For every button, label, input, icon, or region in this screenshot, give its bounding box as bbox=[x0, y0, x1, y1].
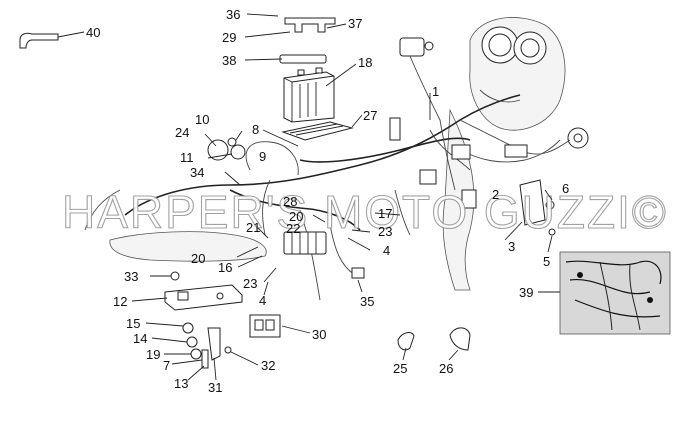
harness-photo-inset bbox=[559, 251, 671, 335]
callout-8: 8 bbox=[252, 122, 259, 137]
callout-28: 28 bbox=[283, 194, 297, 209]
callout-7: 7 bbox=[163, 358, 170, 373]
callout-19: 19 bbox=[146, 347, 160, 362]
callout-11: 11 bbox=[180, 150, 194, 165]
ignition-switch bbox=[567, 127, 589, 149]
callout-5: 5 bbox=[543, 254, 550, 269]
callout-34: 34 bbox=[190, 165, 204, 180]
callout-23-b: 23 bbox=[243, 276, 257, 291]
battery bbox=[283, 67, 335, 123]
cable-clip-25 bbox=[397, 332, 415, 351]
callout-23: 23 bbox=[378, 224, 392, 239]
bracket-part-2 bbox=[519, 179, 546, 226]
callout-3: 3 bbox=[508, 239, 515, 254]
callout-20: 20 bbox=[289, 209, 303, 224]
callout-33: 33 bbox=[124, 269, 138, 284]
horn bbox=[207, 139, 246, 161]
callout-16: 16 bbox=[218, 260, 232, 275]
leader-lines bbox=[57, 13, 560, 381]
callout-15: 15 bbox=[126, 316, 140, 331]
frame-bracket bbox=[109, 231, 267, 262]
battery-tray bbox=[281, 121, 354, 141]
callout-labels: 40 36 37 29 38 18 27 1 10 24 8 9 11 34 2… bbox=[86, 7, 569, 395]
callout-37: 37 bbox=[348, 16, 362, 31]
callout-10: 10 bbox=[195, 112, 209, 127]
battery-pad bbox=[279, 54, 327, 64]
callout-18: 18 bbox=[358, 55, 372, 70]
callout-13: 13 bbox=[174, 376, 188, 391]
callout-9: 9 bbox=[259, 149, 266, 164]
callout-36: 36 bbox=[226, 7, 240, 22]
callout-6: 6 bbox=[562, 181, 569, 196]
callout-39: 39 bbox=[519, 285, 533, 300]
callout-1: 1 bbox=[432, 84, 439, 99]
watermark: HARPER'S MOTO GUZZI© bbox=[62, 186, 668, 238]
fuse-box bbox=[283, 231, 327, 255]
connector-pair-30 bbox=[249, 314, 281, 338]
callout-38: 38 bbox=[222, 53, 236, 68]
callout-35: 35 bbox=[360, 294, 374, 309]
callout-2: 2 bbox=[492, 187, 499, 202]
callout-26: 26 bbox=[439, 361, 453, 376]
callout-32: 32 bbox=[261, 358, 275, 373]
cable-clip-26 bbox=[449, 327, 471, 351]
callout-22: 22 bbox=[286, 221, 300, 236]
callout-14: 14 bbox=[133, 331, 147, 346]
strap-part-40 bbox=[19, 32, 59, 49]
callout-24: 24 bbox=[175, 125, 189, 140]
fasteners-left bbox=[170, 271, 232, 369]
callout-4: 4 bbox=[383, 243, 390, 258]
callout-40: 40 bbox=[86, 25, 100, 40]
callout-20-b: 20 bbox=[191, 251, 205, 266]
main-wiring-harness bbox=[84, 55, 571, 301]
screw-part-5 bbox=[548, 228, 556, 236]
callout-17: 17 bbox=[378, 206, 392, 221]
handlebar-switch bbox=[399, 37, 434, 57]
clip-part-6 bbox=[545, 200, 555, 210]
battery-strap bbox=[284, 17, 336, 33]
callout-4-b: 4 bbox=[259, 293, 266, 308]
callout-12: 12 bbox=[113, 294, 127, 309]
callout-21: 21 bbox=[246, 220, 260, 235]
regulator-plate bbox=[164, 284, 243, 311]
callout-29: 29 bbox=[222, 30, 236, 45]
callout-31: 31 bbox=[208, 380, 222, 395]
callout-30: 30 bbox=[312, 327, 326, 342]
callout-25: 25 bbox=[393, 361, 407, 376]
callout-27: 27 bbox=[363, 108, 377, 123]
fuse-holder-24 bbox=[227, 137, 237, 147]
